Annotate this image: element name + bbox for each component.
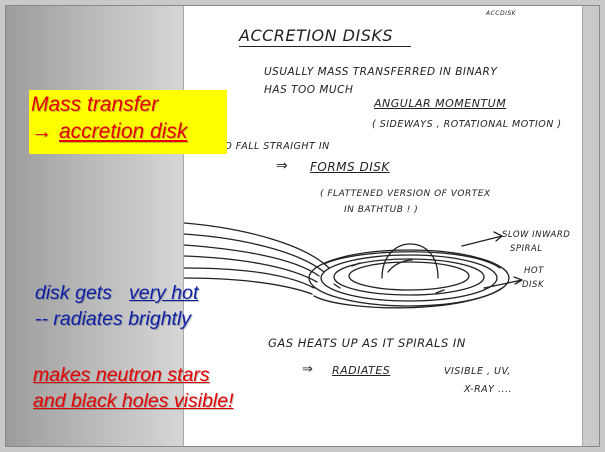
hot-label: HOT (524, 266, 544, 276)
arrow-glyph-1: ⇒ (276, 158, 289, 174)
accretion-disk-sketch (184, 222, 523, 309)
arrow-glyph-2: ⇒ (302, 362, 314, 377)
notes-line-2: HAS TOO MUCH (264, 84, 354, 96)
forms-disk: FORMS DISK (310, 160, 390, 174)
corner-tag: ACCDISK (486, 10, 517, 17)
flattened-line-2: IN BATHTUB ! ) (344, 205, 419, 215)
visible-uv-label: VISIBLE , UV, (444, 366, 511, 377)
title-underline (239, 46, 411, 47)
radiates-brightly-label: -- radiates brightly (35, 308, 192, 330)
slide: ACCDISK ACCRETION DISKS USUALLY MASS TRA… (5, 5, 600, 447)
mass-transfer-label: Mass transfer (31, 93, 159, 116)
fall-straight-in: TO FALL STRAIGHT IN (218, 141, 330, 152)
radiates-label: RADIATES (332, 364, 391, 377)
slow-inward-label: SLOW INWARD (502, 230, 571, 240)
accretion-disk-label: accretion disk (59, 120, 188, 143)
handwritten-notes-page: ACCDISK ACCRETION DISKS USUALLY MASS TRA… (183, 6, 583, 446)
arrow-right-icon: → (31, 120, 52, 143)
highlight-box (29, 90, 227, 154)
visible-line-2: and black holes visible! (33, 390, 234, 412)
very-hot-label: very hot (129, 282, 199, 304)
spiral-label: SPIRAL (510, 244, 543, 254)
notes-line-1: USUALLY MASS TRANSFERRED IN BINARY (264, 66, 498, 78)
flattened-line-1: ( FLATTENED VERSION OF VORTEX (320, 189, 491, 199)
disk-label: DISK (522, 280, 545, 290)
notes-title: ACCRETION DISKS (239, 26, 393, 45)
gas-heats-line: GAS HEATS UP AS IT SPIRALS IN (268, 336, 466, 350)
x-ray-label: X-RAY .... (464, 384, 513, 395)
visible-line-1: makes neutron stars (33, 364, 210, 386)
angular-momentum: ANGULAR MOMENTUM (374, 97, 507, 110)
sideways-note: ( SIDEWAYS , ROTATIONAL MOTION ) (372, 119, 562, 130)
disk-gets-label: disk gets (35, 282, 112, 304)
